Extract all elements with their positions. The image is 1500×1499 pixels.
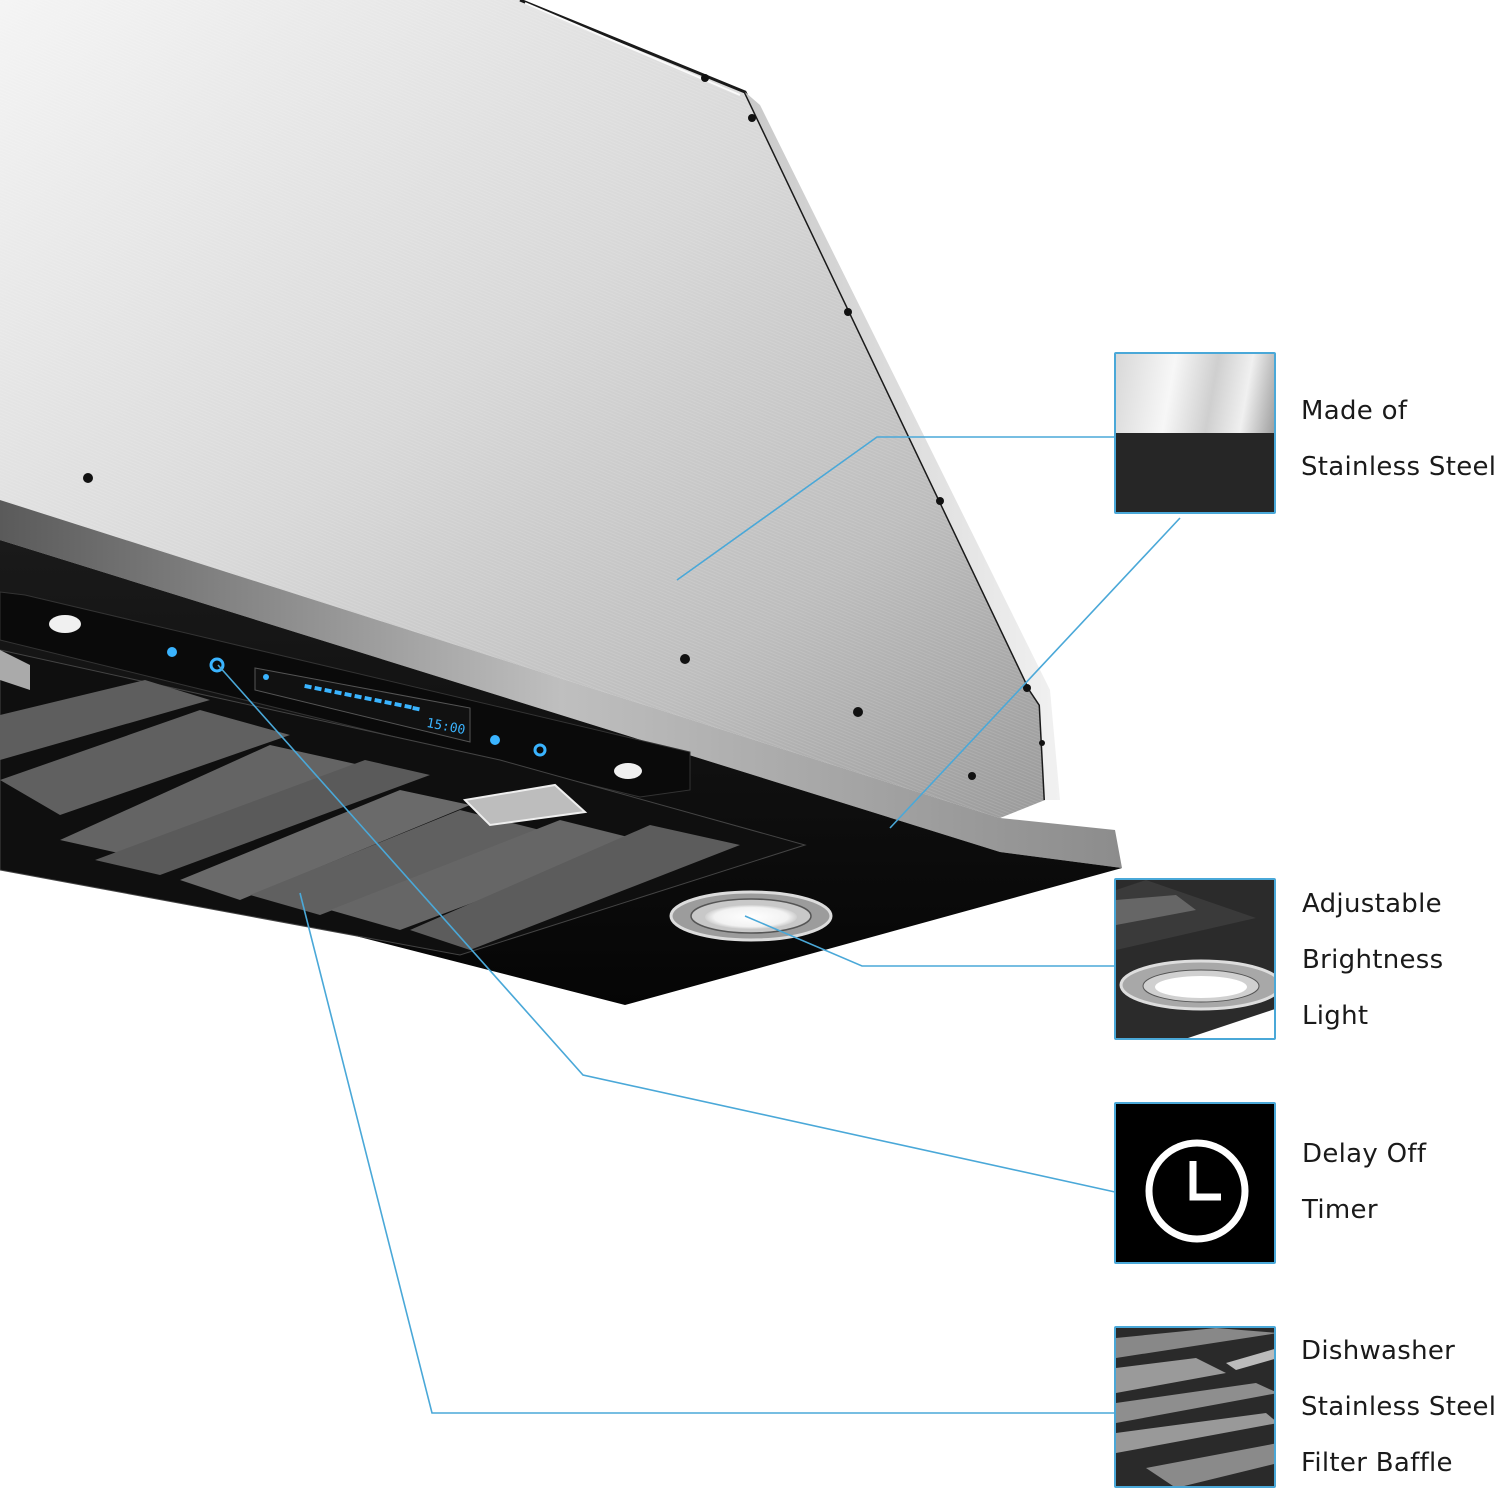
light-icon bbox=[533, 743, 547, 757]
leader-lines bbox=[217, 436, 1181, 1414]
timer-thumbnail bbox=[1114, 1102, 1276, 1264]
callout-timer-label: Delay Off Timer bbox=[1302, 1139, 1427, 1225]
power-icon bbox=[263, 674, 269, 680]
callout-light-label: Adjustable Brightness Light bbox=[1302, 889, 1444, 1031]
steel-rim bbox=[0, 500, 1122, 868]
callout-baffle-label: Dishwasher Stainless Steel Filter Baffle bbox=[1301, 1336, 1497, 1478]
baffle-thumbnail bbox=[1114, 1326, 1276, 1488]
speed-bars bbox=[304, 683, 420, 712]
fan-speed-icon bbox=[167, 647, 177, 657]
timer-icon bbox=[209, 657, 225, 673]
stainless-swatch bbox=[1114, 352, 1276, 514]
fan-icon bbox=[490, 735, 500, 745]
led-light bbox=[669, 890, 833, 942]
gesture-icons bbox=[49, 615, 642, 779]
clock-icon bbox=[1145, 1139, 1249, 1243]
filter-baffles bbox=[0, 680, 740, 950]
callout-stainless-label: Made of Stainless Steel bbox=[1301, 396, 1497, 482]
steel-plate bbox=[462, 783, 588, 827]
light-detail-thumbnail bbox=[1114, 878, 1276, 1040]
touch-buttons bbox=[167, 647, 547, 757]
